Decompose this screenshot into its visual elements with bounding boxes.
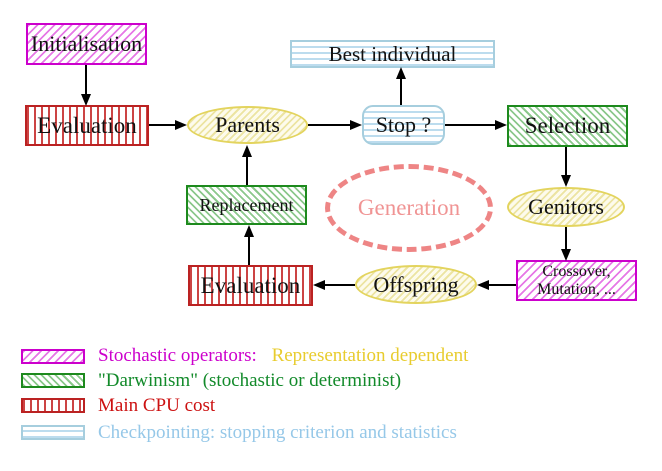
legend-cyan-stripe-swatch <box>21 425 85 440</box>
arrow-parents-to-stop-head <box>350 120 362 130</box>
node-replacement: Replacement <box>186 185 307 225</box>
arrow-crossover-to-offspring-line <box>489 284 516 286</box>
arrow-eval-to-parents-line <box>149 124 176 126</box>
arrow-init-to-eval-line <box>85 65 87 95</box>
legend-green-hatch-swatch <box>21 373 85 388</box>
arrow-stop-to-best-head <box>396 67 406 79</box>
legend-red-stripe-swatch <box>21 398 85 413</box>
node-evaluation-top: Evaluation <box>25 105 149 146</box>
arrow-offspring-to-eval-head <box>313 280 325 290</box>
arrow-init-to-eval-head <box>81 94 91 106</box>
crossover-line1: Crossover, <box>542 262 611 280</box>
arrow-replacement-to-parents-line <box>246 156 248 185</box>
arrow-stop-to-selection-head <box>495 120 507 130</box>
node-best-individual: Best individual <box>290 40 495 68</box>
arrow-genitors-to-crossover-head <box>561 249 571 261</box>
legend-item-checkpointing: Checkpointing: stopping criterion and st… <box>98 422 457 443</box>
crossover-line2: Mutation, ... <box>537 280 616 298</box>
legend-item-darwinism: "Darwinism" (stochastic or determinist) <box>98 370 402 391</box>
arrow-selection-to-genitors-head <box>561 175 571 187</box>
generation-cycle-ellipse: Generation <box>325 164 493 252</box>
node-selection: Selection <box>507 105 628 147</box>
node-initialisation: Initialisation <box>26 23 147 65</box>
arrow-genitors-to-crossover-line <box>565 227 567 250</box>
legend-label-representation: Representation dependent <box>271 345 469 366</box>
arrow-eval-to-replacement-line <box>248 236 250 265</box>
arrow-crossover-to-offspring-head <box>477 280 489 290</box>
node-crossover-mutation: Crossover, Mutation, ... <box>516 260 637 301</box>
legend-item-stochastic-operators: Stochastic operators: Representation dep… <box>98 345 468 367</box>
arrow-stop-to-selection-line <box>445 124 496 126</box>
legend-item-cpu-cost: Main CPU cost <box>98 395 216 416</box>
arrow-offspring-to-eval-line <box>325 284 355 286</box>
legend-magenta-hatch-swatch <box>21 349 85 364</box>
arrow-selection-to-genitors-line <box>565 147 567 176</box>
arrow-eval-to-parents-head <box>175 120 187 130</box>
arrow-eval-to-replacement-head <box>244 225 254 237</box>
node-parents: Parents <box>187 106 308 144</box>
node-evaluation-bottom: Evaluation <box>188 265 313 306</box>
node-genitors: Genitors <box>507 187 625 227</box>
arrow-stop-to-best-line <box>400 78 402 105</box>
arrow-replacement-to-parents-head <box>242 145 252 157</box>
arrow-parents-to-stop-line <box>308 124 351 126</box>
node-offspring: Offspring <box>355 265 477 304</box>
node-stop: Stop ? <box>362 105 445 145</box>
legend-label-stochastic: Stochastic operators: <box>98 345 257 366</box>
